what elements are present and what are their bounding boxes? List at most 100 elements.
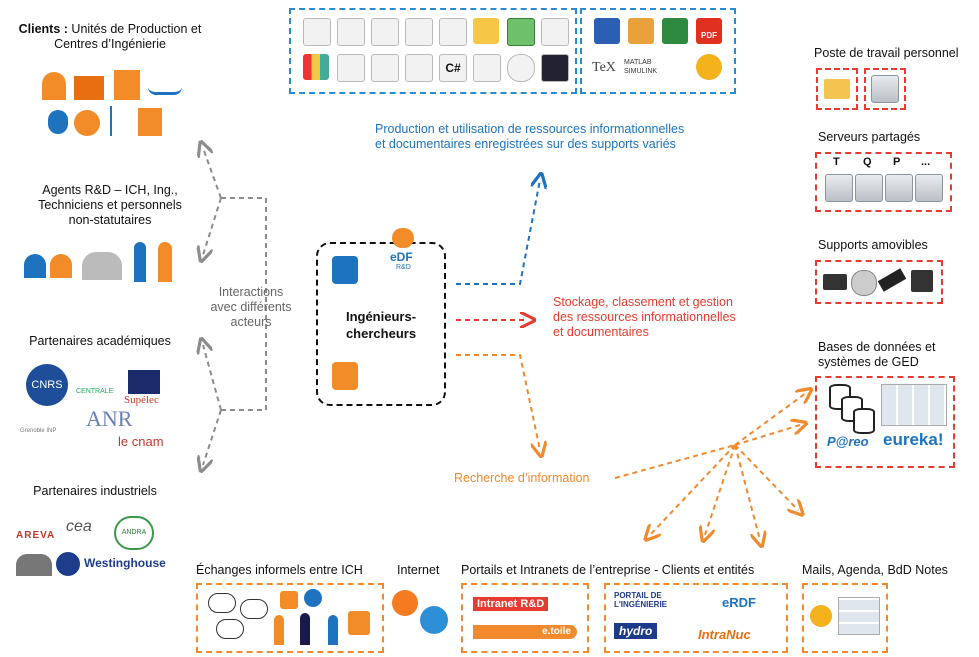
ged-screens-icon	[881, 384, 947, 426]
factory-icon	[74, 76, 104, 100]
matlab-logo: MATLAB SIMULINK	[624, 59, 658, 75]
edf-logo-mark	[392, 228, 414, 248]
folder-box	[816, 68, 858, 110]
person-icon	[300, 613, 310, 645]
man-icon	[134, 242, 146, 282]
document-icon	[337, 18, 365, 46]
floppy-icon	[911, 270, 933, 292]
notepad-icon	[405, 18, 433, 46]
screen-icon	[507, 18, 535, 46]
line-chart-icon	[337, 54, 365, 82]
shared-servers-title: Serveurs partagés	[818, 130, 921, 144]
pdf-icon: PDF	[696, 18, 722, 44]
production-arrow	[456, 180, 540, 285]
person-icon	[274, 615, 284, 645]
clients-icons	[42, 68, 182, 138]
water-drop-icon	[48, 110, 68, 134]
researchers-box: eDF R&D Ingénieurs-chercheurs	[316, 228, 446, 406]
cnrs-logo: CNRS	[26, 364, 68, 406]
mails-box	[802, 583, 888, 653]
server-label: Q	[863, 156, 872, 168]
lotus-notes-icon	[696, 54, 722, 80]
entity-portals-box: PORTAIL DE L'INGÉNIERIE eRDF hydro Intra…	[604, 583, 788, 653]
hard-drive-icon	[871, 75, 899, 103]
agents-icons	[24, 240, 184, 288]
academic-partners-title: Partenaires académiques	[29, 334, 171, 348]
excel-icon	[662, 18, 688, 44]
person-icon	[328, 615, 338, 645]
software-tools-box: C#	[289, 8, 577, 94]
portals-title: Portails et Intranets de l’entreprise - …	[461, 563, 755, 577]
question-icon	[280, 591, 298, 609]
erdf-logo: eRDF	[722, 595, 756, 610]
clients-title: Clients : Unités de Production et Centre…	[18, 22, 202, 51]
eureka-logo: eureka!	[883, 430, 944, 449]
hydro-logo: hydro	[614, 623, 658, 639]
industrial-logos: AREVA cea ANDRA Westinghouse	[12, 512, 192, 582]
formula-icon	[371, 54, 399, 82]
diagram-icon	[541, 18, 569, 46]
industrial-partners-title: Partenaires industriels	[33, 484, 157, 498]
database-icon	[853, 408, 875, 434]
external-drive-icon	[823, 274, 847, 290]
text-doc-icon	[405, 54, 433, 82]
removable-media-box	[815, 260, 943, 304]
gauge-icon	[74, 110, 100, 136]
portail-ingenierie-logo: PORTAIL DE L'INGÉNIERIE	[614, 591, 668, 609]
cea-logo: cea	[66, 518, 92, 535]
speech-bubble-icon	[208, 593, 236, 613]
supelec-logo: Supélec	[124, 394, 159, 406]
people-icon	[16, 554, 52, 576]
grenoble-logo: Grenoble INP	[20, 428, 57, 434]
informal-exchanges-box	[196, 583, 384, 653]
firefox-icon	[392, 590, 418, 616]
areva-logo: AREVA	[16, 530, 56, 541]
cnam-logo: le cnam	[118, 434, 164, 449]
wave-icon	[148, 78, 182, 95]
researcher-desk-icon	[332, 256, 358, 284]
disc-icon	[851, 270, 877, 296]
document-icon	[371, 18, 399, 46]
shared-servers-box: T Q P ...	[815, 152, 952, 212]
speech-bubble-icon	[240, 599, 268, 619]
server-label: T	[833, 156, 840, 168]
chart-doc-icon	[439, 18, 467, 46]
edf-logo: eDF	[390, 250, 413, 264]
person-icon	[50, 254, 72, 278]
search-fan-arrows	[614, 393, 806, 540]
document-icon	[303, 18, 331, 46]
csharp-icon: C#	[439, 54, 467, 82]
person-icon	[24, 254, 46, 278]
westinghouse-logo: Westinghouse	[84, 556, 166, 570]
woman-icon	[158, 242, 172, 282]
server-label: P	[893, 156, 901, 168]
interaction-arrows	[203, 148, 267, 465]
hard-drive-box	[864, 68, 906, 110]
agents-title: Agents R&D – ICH, Ing.,Techniciens et pe…	[38, 183, 182, 227]
fingerprint-icon	[507, 54, 535, 82]
researchers-label: Ingénieurs-chercheurs	[345, 309, 417, 341]
server-label: ...	[921, 156, 931, 168]
centrale-logo: CENTRALE	[76, 388, 114, 395]
andra-logo: ANDRA	[114, 516, 154, 550]
search-label: Recherche d’information	[454, 471, 590, 485]
edf-rd-label: R&D	[396, 264, 411, 271]
folder-icon	[824, 79, 850, 99]
supelec-mark	[128, 370, 160, 394]
wind-turbine-icon	[110, 106, 112, 136]
server-icon	[885, 174, 913, 202]
databases-box: P@reo eureka!	[815, 376, 955, 468]
intranuc-logo: IntraNuc	[698, 627, 751, 642]
usb-key-icon	[877, 268, 907, 292]
office-tools-box: PDF TeX MATLAB SIMULINK	[580, 8, 736, 94]
search-arrow	[456, 354, 540, 450]
removable-media-title: Supports amovibles	[818, 238, 928, 252]
mail-screens-icon	[838, 597, 880, 635]
workstation-title: Poste de travail personnel	[814, 46, 959, 60]
intranet-rd-logo: Intranet R&D	[473, 597, 549, 611]
lotus-notes-icon	[810, 605, 832, 627]
